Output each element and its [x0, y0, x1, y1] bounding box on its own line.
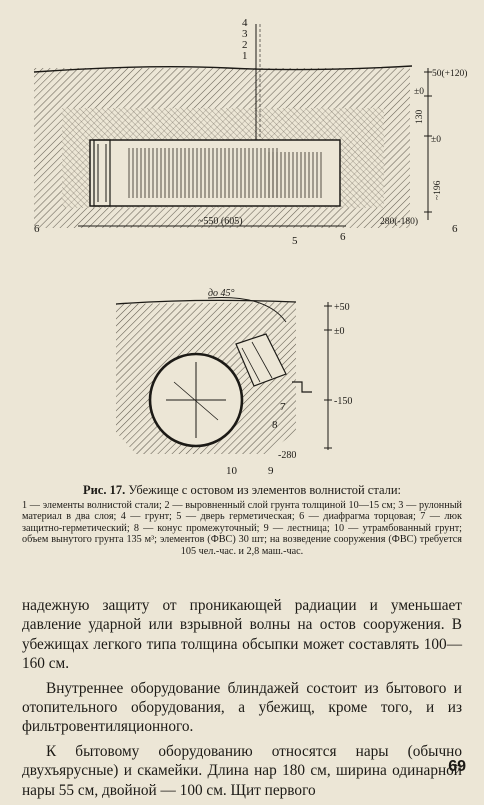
dim-196: ~196 — [433, 180, 443, 200]
figure-legend: 1 — элементы волнистой стали; 2 — выровн… — [22, 500, 462, 557]
dim-280: 280(-180) — [380, 216, 418, 227]
label-9: 9 — [268, 465, 274, 477]
dim-minus150: -150 — [334, 396, 352, 407]
dim-minus280: -280 — [278, 450, 296, 461]
callout-1: 1 — [242, 50, 248, 62]
paragraph-2: Внутреннее оборудование блиндажей состои… — [22, 679, 462, 736]
paragraph-3: К бытовому оборудованию относятся нары (… — [22, 742, 462, 799]
label-8: 8 — [272, 419, 278, 431]
dim-plus50: +50 — [334, 302, 350, 313]
slope-label: до 45° — [208, 288, 235, 299]
dim-zero-2: ±0 — [431, 135, 441, 145]
label-6-left: 6 — [34, 223, 40, 235]
dim-zero: ±0 — [334, 326, 345, 337]
callout-2: 2 — [242, 39, 248, 51]
dim-130: 130 — [415, 110, 425, 125]
shelter-longitudinal-section: 4 3 2 1 50(+120) ±0 130 ±0 ~196 280(-180… — [33, 17, 467, 247]
shelter-cross-section: до 45° +50 ±0 -150 -280 7 8 10 9 — [115, 288, 352, 477]
dim-zero-1: ±0 — [414, 87, 424, 97]
label-6-right: 6 — [340, 231, 346, 243]
figure-title: Убежище с остовом из элементов волнистой… — [128, 483, 402, 497]
dim-top: 50(+120) — [432, 68, 467, 79]
figure-caption: Рис. 17. Убежище с остовом из элементов … — [22, 482, 462, 557]
label-6-far: 6 — [452, 223, 458, 235]
label-10: 10 — [226, 465, 238, 477]
page-number: 69 — [448, 758, 466, 775]
figure-number: Рис. 17. — [82, 483, 126, 497]
body-text: надежную защиту от проникающей радиации … — [22, 596, 462, 805]
paragraph-1: надежную защиту от проникающей радиации … — [22, 597, 462, 673]
label-5: 5 — [292, 235, 298, 247]
caption-title-line: Рис. 17. Убежище с остовом из элементов … — [22, 482, 462, 498]
callout-4: 4 — [242, 17, 248, 29]
dim-width: ~550 (605) — [198, 216, 243, 227]
corrugated-steel — [128, 148, 278, 198]
label-7: 7 — [280, 401, 286, 413]
callout-3: 3 — [242, 28, 248, 40]
